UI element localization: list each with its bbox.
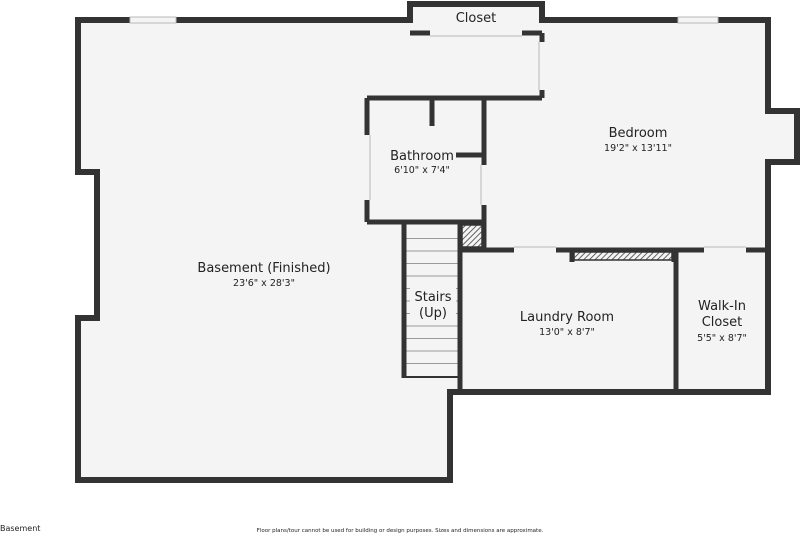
floor-fills (78, 4, 797, 480)
hatched-shelf (573, 251, 673, 261)
bedroom-label: Bedroom (609, 126, 668, 141)
windows (129, 16, 719, 24)
window-top-right (677, 16, 719, 24)
bathroom-dims: 6'10" x 7'4" (394, 165, 450, 176)
walkin-dims: 5'5" x 8'7" (697, 333, 747, 344)
window-top-left (129, 16, 177, 24)
basement-dims: 23'6" x 28'3" (233, 278, 295, 289)
laundry-label: Laundry Room (520, 310, 614, 325)
hatched-column (461, 224, 483, 248)
bathroom-label: Bathroom (390, 149, 454, 164)
door-openings (363, 29, 746, 254)
floor-label: Basement (0, 524, 41, 533)
stairs-label-bg (410, 287, 456, 323)
walkin-label-1: Walk-In (698, 299, 746, 314)
walkin-label-2: Closet (702, 315, 743, 330)
stairs-direction: (Up) (419, 306, 447, 321)
exterior-wall (75, 1, 800, 483)
disclaimer: Floor plans/tour cannot be used for buil… (256, 528, 544, 534)
laundry-dims: 13'0" x 8'7" (539, 327, 595, 338)
main-floor-fill (78, 4, 797, 480)
closet-label: Closet (456, 11, 497, 26)
stairs-label: Stairs (414, 290, 451, 305)
basement-label: Basement (Finished) (197, 261, 330, 276)
bedroom-dims: 19'2" x 13'11" (604, 143, 672, 154)
